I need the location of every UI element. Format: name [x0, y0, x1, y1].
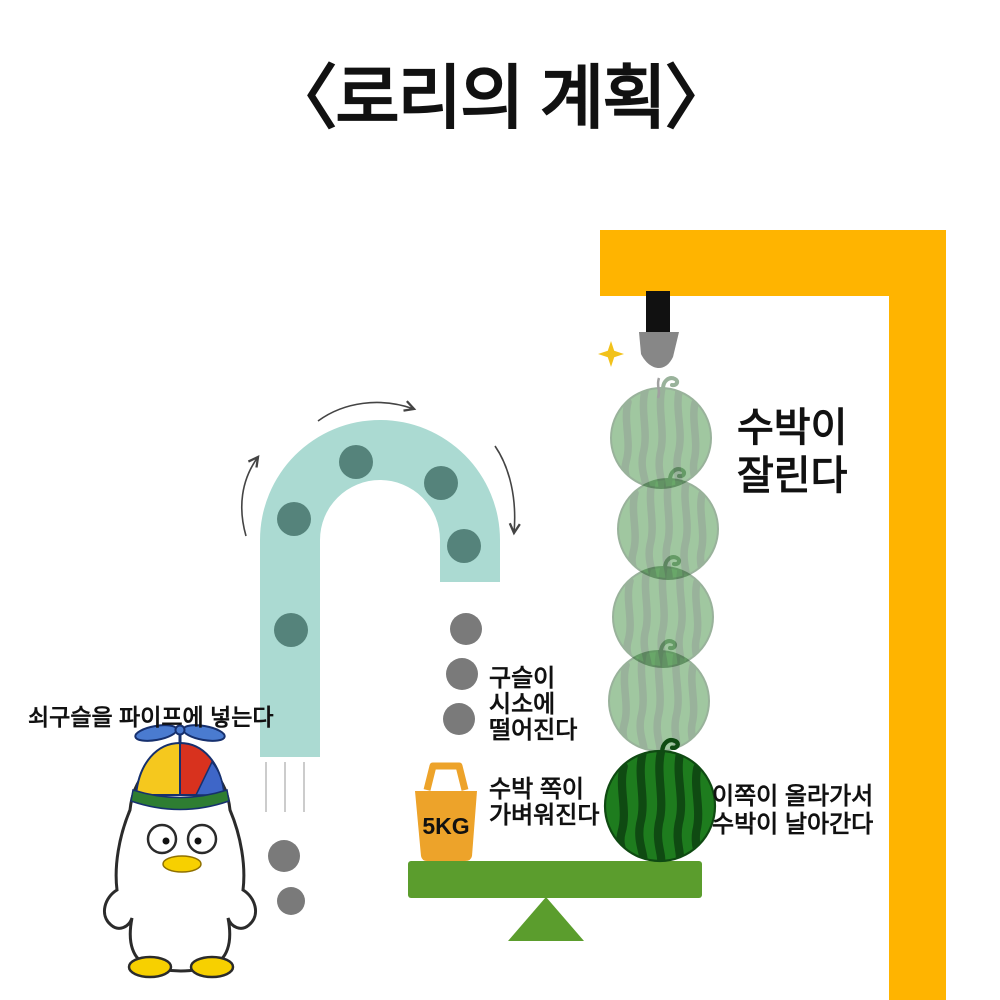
sparkle-icon	[598, 341, 624, 367]
label-balls-drop: 구슬이 시소에 떨어진다	[489, 665, 578, 744]
steel-ball	[277, 887, 305, 915]
steel-ball	[446, 658, 478, 690]
watermelon	[605, 740, 715, 861]
label-weight-5kg: 5KG	[422, 813, 470, 839]
steel-ball	[268, 840, 300, 872]
label-melon-cut: 수박이 잘린다	[737, 406, 848, 498]
steel-ball	[443, 703, 475, 735]
steel-ball	[274, 613, 308, 647]
bucket-body	[415, 791, 477, 861]
drop-guide-lines	[265, 762, 305, 812]
knife-drip-line	[656, 377, 661, 399]
weight-bucket	[415, 762, 477, 861]
bucket-handle	[423, 762, 469, 791]
diagram-title: 〈로리의 계획〉	[267, 59, 734, 137]
ghost-watermelon	[611, 378, 711, 488]
seesaw-fulcrum	[508, 897, 584, 941]
knife-handle	[646, 291, 670, 333]
cap-panel-yellow	[134, 741, 181, 796]
watermelon-trajectory	[609, 378, 718, 751]
propeller-hub	[174, 724, 186, 736]
falling-balls-left	[268, 840, 305, 915]
seesaw	[408, 861, 702, 941]
cap-brim	[130, 789, 230, 811]
steel-ball	[450, 613, 482, 645]
duck-foot	[127, 955, 173, 979]
steel-ball	[424, 466, 458, 500]
flow-arrows	[241, 400, 521, 537]
duck-beak	[162, 855, 202, 873]
pipe	[260, 420, 500, 757]
knife-blade	[639, 332, 679, 369]
duck-eyes	[146, 823, 218, 855]
steel-ball	[277, 502, 311, 536]
label-this-side-rises: 이쪽이 올라가서 수박이 날아간다	[712, 783, 874, 838]
gantry-structure	[600, 230, 946, 1000]
seesaw-plank	[408, 861, 702, 898]
arrow-up-icon	[241, 455, 260, 537]
steel-ball	[339, 445, 373, 479]
knife	[639, 291, 679, 399]
pipe-balls	[274, 445, 481, 647]
label-insert-balls: 쇠구슬을 파이프에 넣는다	[28, 704, 274, 730]
propeller-cap	[130, 741, 230, 811]
arrow-over-icon	[317, 400, 417, 422]
duck-foot	[189, 955, 235, 979]
gantry-vertical-post	[889, 230, 946, 1000]
falling-balls-seesaw	[443, 613, 482, 735]
propeller	[134, 724, 226, 744]
steel-ball	[447, 529, 481, 563]
duck-character	[102, 724, 258, 979]
gantry-horizontal-beam	[600, 230, 946, 296]
arrow-down-icon	[494, 445, 521, 536]
label-melon-side-lighter: 수박 쪽이 가벼워진다	[489, 776, 600, 829]
